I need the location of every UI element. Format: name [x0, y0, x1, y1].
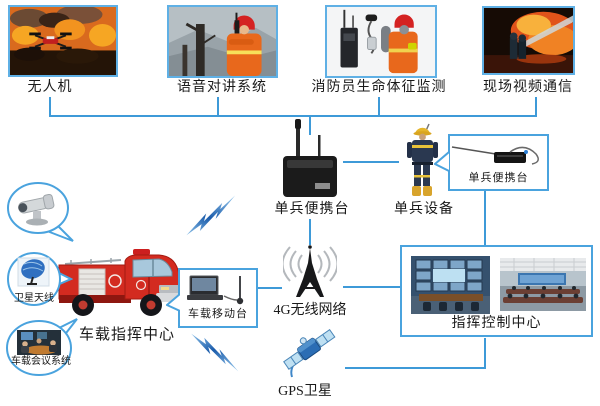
fire-truck-icon [57, 243, 185, 323]
label-gps: GPS卫星 [278, 384, 332, 399]
vehicle-mobile-device-icon [187, 275, 244, 305]
soldier-portable-callout: 单兵便携台 [448, 134, 549, 191]
connector-line [49, 97, 51, 117]
wildfire-drone-image [10, 7, 116, 75]
photo-drone [8, 5, 118, 77]
label-soldier-device: 单兵设备 [394, 202, 454, 217]
photo-control-room-1 [411, 256, 490, 314]
vehicle-conference-bubble: 车载会议系统 [5, 317, 81, 379]
connector-line [256, 287, 282, 289]
label-command-center: 指挥控制中心 [451, 316, 542, 331]
command-center-box: 指挥控制中心 [400, 245, 593, 337]
label-vehicle-mobile: 车载移动台 [188, 308, 248, 320]
photo-voice-intercom [167, 5, 278, 78]
connector-line [484, 338, 486, 369]
label-video-comm: 现场视频通信 [483, 80, 573, 95]
soldier-figure-icon [403, 123, 441, 197]
vehicle-mobile-box: 车载移动台 [178, 268, 258, 328]
photo-vital-signs [325, 5, 437, 78]
4g-tower-icon [281, 243, 339, 301]
satellite-dish-icon [17, 257, 50, 287]
label-portable-station: 单兵便携台 [274, 202, 350, 217]
label-vehicle-command: 车载指挥中心 [78, 327, 175, 343]
label-voice-intercom: 语音对讲系统 [177, 80, 267, 95]
label-vehicle-conference: 车载会议系统 [11, 356, 71, 367]
label-drone: 无人机 [27, 80, 73, 95]
connector-line [217, 97, 219, 117]
connector-line [484, 191, 486, 245]
fire-scene-image [484, 8, 573, 73]
portable-station-device-icon [281, 119, 339, 199]
label-vital-signs: 消防员生命体征监测 [311, 80, 447, 95]
label-soldier-portable: 单兵便携台 [468, 172, 529, 184]
label-4g-network: 4G无线网络 [273, 303, 347, 318]
conference-room-icon [17, 330, 61, 355]
connector-line [309, 117, 311, 135]
connector-line [378, 97, 380, 117]
photo-video-comm [482, 6, 575, 75]
ptz-camera-icon [18, 193, 55, 226]
label-satellite-antenna: 卫星天线 [14, 293, 54, 304]
connector-line [345, 367, 486, 369]
manpack-device-icon [451, 146, 539, 165]
gps-satellite-icon [278, 328, 336, 379]
firefighter-radio-image [169, 7, 276, 76]
connector-line [309, 219, 311, 245]
satellite-antenna-bubble: 卫星天线 [7, 251, 74, 309]
lightning-bolt-icon [182, 195, 240, 238]
callout-tail [434, 151, 449, 172]
photo-control-room-2 [500, 258, 586, 311]
callout-tail [166, 293, 180, 312]
ptz-camera-bubble [5, 181, 77, 245]
vital-monitor-image [327, 7, 435, 76]
connector-line [535, 97, 537, 117]
connector-line [343, 286, 400, 288]
connector-line [343, 161, 399, 163]
lightning-bolt-icon [187, 331, 243, 372]
connector-trunk [49, 115, 537, 117]
